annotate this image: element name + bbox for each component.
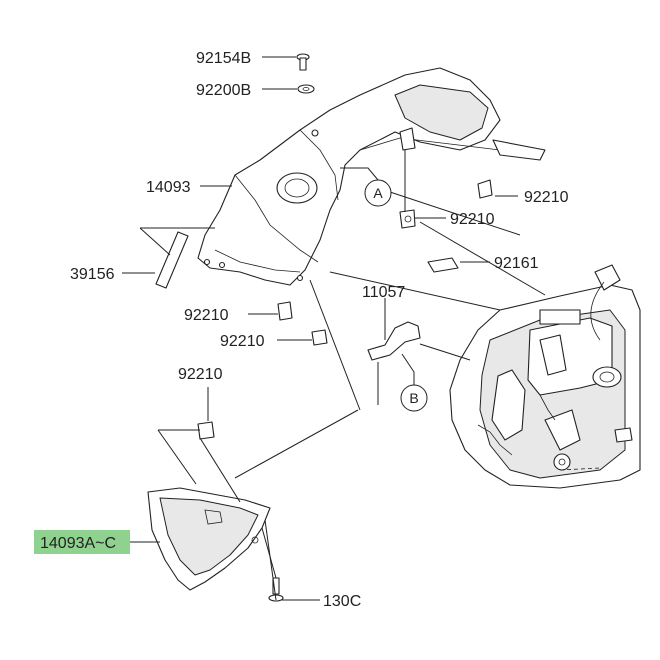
clip-nut-drawing-1 bbox=[477, 179, 493, 199]
part-label-92210-center: 92210 bbox=[450, 211, 495, 228]
callout-b: B bbox=[400, 384, 428, 412]
part-label-92210-lower: 92210 bbox=[178, 366, 223, 383]
clip-nut-drawing-2 bbox=[399, 209, 416, 229]
clip-nut-drawing-4 bbox=[311, 329, 328, 346]
side-cover-drawing bbox=[147, 487, 271, 591]
part-label-130C: 130C bbox=[323, 593, 361, 610]
part-label-92200B: 92200B bbox=[196, 82, 251, 99]
leader-lines bbox=[122, 56, 546, 601]
bracket-11057-drawing bbox=[367, 321, 421, 361]
part-label-92161: 92161 bbox=[494, 255, 539, 272]
pad-92161-drawing bbox=[427, 257, 459, 273]
part-label-92210-upper-right: 92210 bbox=[524, 189, 569, 206]
clip-nut-drawing-3 bbox=[277, 301, 293, 321]
headlight-assembly-drawing bbox=[449, 264, 641, 489]
part-label-39156: 39156 bbox=[70, 266, 115, 283]
callout-a: A bbox=[364, 179, 392, 207]
part-label-92210-left-2: 92210 bbox=[220, 333, 265, 350]
part-label-92210-left-1: 92210 bbox=[184, 307, 229, 324]
part-label-14093: 14093 bbox=[146, 179, 191, 196]
bolt-92154B-drawing bbox=[296, 53, 310, 71]
highlight-box bbox=[34, 530, 130, 554]
strip-39156-drawing bbox=[155, 231, 189, 289]
part-label-92154B: 92154B bbox=[196, 50, 251, 67]
part-label-14093AC: 14093A~C bbox=[40, 535, 116, 552]
washer-92200B-drawing bbox=[297, 84, 315, 94]
clip-nut-drawing-5 bbox=[197, 421, 215, 440]
upper-cowl-bracket-drawing bbox=[197, 67, 546, 286]
callout-b-letter: B bbox=[409, 390, 418, 406]
part-label-11057: 11057 bbox=[362, 284, 405, 301]
callout-a-letter: A bbox=[373, 185, 383, 201]
